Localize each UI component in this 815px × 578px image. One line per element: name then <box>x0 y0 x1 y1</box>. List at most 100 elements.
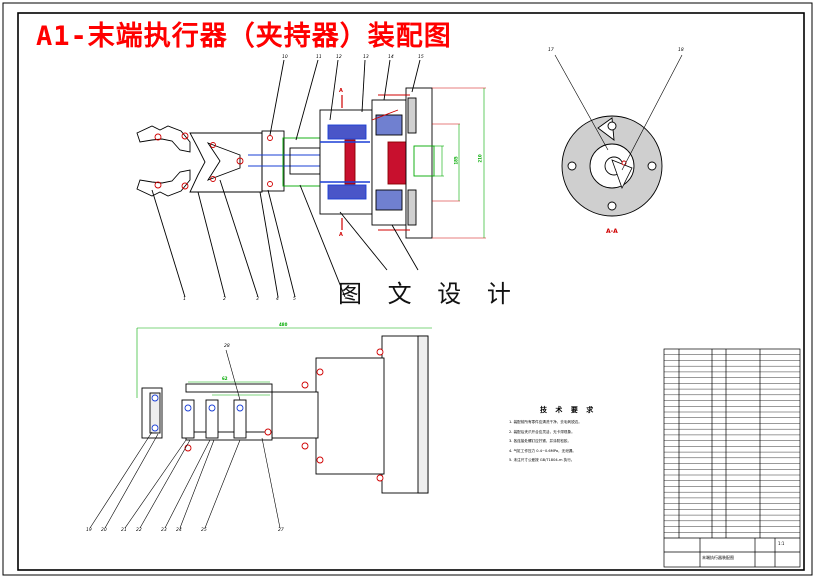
mount-lip <box>417 335 429 494</box>
tech-item: 5. 未注尺寸公差按 GB/T1804-m 执行。 <box>509 458 575 462</box>
jaw-pin <box>181 132 189 140</box>
top-view-balloon: 10 <box>282 55 288 60</box>
flange-slot <box>413 145 435 177</box>
bottom-view-balloon: 24 <box>176 528 182 533</box>
jaw-pin <box>181 182 189 190</box>
top-view-balloon: 15 <box>418 55 424 60</box>
leader-line <box>329 59 339 121</box>
bottom-view-balloon: 21 <box>121 528 127 533</box>
bolt-circle <box>267 135 273 141</box>
leader-line <box>299 184 346 298</box>
end-cap-hatch <box>375 114 403 136</box>
leader-line <box>361 59 366 113</box>
detail-ref-balloon: 28 <box>224 344 230 349</box>
watermark-text: 图 文 设 计 <box>338 280 520 308</box>
top-view-balloon: 13 <box>363 55 369 60</box>
leader-line <box>259 191 279 298</box>
guide-rail <box>185 383 273 393</box>
linkage-pin <box>210 176 216 182</box>
top-view-balloon: 3 <box>256 297 259 302</box>
section-a-a-view <box>554 54 683 217</box>
mount-screw <box>301 381 309 389</box>
detail-ref-balloon: 18 <box>678 48 684 53</box>
mount-body <box>315 357 385 475</box>
joint-pin <box>208 404 216 412</box>
linkage-arm <box>206 142 241 181</box>
bottom-view-balloon: 23 <box>161 528 167 533</box>
cylinder-bore-hatch <box>327 184 367 200</box>
leader-line <box>179 439 215 529</box>
joint-pin <box>184 444 192 452</box>
joint-pin <box>236 404 244 412</box>
cylinder-bore-hatch <box>327 124 367 140</box>
dim-label-gap: 62 <box>222 376 228 381</box>
section-marker-bottom: A <box>339 232 343 238</box>
spring-housing <box>289 147 321 175</box>
tech-item: 4. 气缸工作压力 0.4~0.6MPa，无泄漏。 <box>509 448 576 453</box>
leader-line <box>339 211 388 271</box>
drawing-title: A1-末端执行器（夹持器）装配图 <box>36 21 452 52</box>
dim-label-height: 210 <box>477 154 483 163</box>
dim-label-sub: 185 <box>453 156 459 165</box>
jaw-pin <box>154 133 162 141</box>
detail-ref-balloon: 17 <box>548 48 554 53</box>
section-view-label: A-A <box>606 228 618 235</box>
leader-line <box>267 189 296 298</box>
inner-frame <box>17 12 805 571</box>
bom-rows <box>664 354 800 533</box>
top-view-balloon: 5 <box>293 297 296 302</box>
gripper-tip-inner <box>149 392 161 434</box>
leader-line <box>164 439 211 529</box>
lower-rail <box>185 431 273 441</box>
tech-item: 2. 装配后夹爪开合应灵活，无卡滞现象。 <box>509 429 575 434</box>
flange-hatch <box>407 189 417 226</box>
leader-line <box>204 439 241 529</box>
leader-line <box>225 349 241 401</box>
jaw-pin <box>154 181 162 189</box>
tech-item: 3. 各连接处螺钉应拧紧，并涂防松胶。 <box>509 439 572 443</box>
top-view-balloon: 2 <box>223 297 226 302</box>
flange-hatch <box>407 97 417 134</box>
leader-line <box>383 59 391 101</box>
upper-jaw <box>136 125 191 153</box>
bottom-view-balloon: 19 <box>86 528 92 533</box>
bolt-circle <box>267 181 273 187</box>
leader-line <box>554 54 609 151</box>
piston <box>344 139 356 185</box>
bottom-view-balloon: 27 <box>278 528 284 533</box>
leader-line <box>151 189 186 298</box>
leader-line <box>269 59 285 136</box>
connector-flange <box>261 130 285 192</box>
cylinder-side <box>271 391 319 439</box>
bottom-side-view <box>89 327 432 529</box>
mount-hole <box>607 121 617 131</box>
leader-line <box>139 439 191 529</box>
leader-line <box>261 437 281 529</box>
joint-pin <box>264 428 272 436</box>
bottom-view-balloon: 25 <box>201 528 207 533</box>
mount-hole <box>607 201 617 211</box>
linkage-body <box>189 132 263 193</box>
mount-screw <box>376 348 384 356</box>
mount-screw <box>316 456 324 464</box>
joint-pin <box>151 424 159 432</box>
section-marker-top: A <box>339 88 343 94</box>
bottom-view-balloon: 22 <box>136 528 142 533</box>
title-block-scale: 1:1 <box>778 541 785 546</box>
leader-line <box>197 191 226 298</box>
technical-requirements-heading: 技 术 要 求 <box>540 406 597 414</box>
mount-screw <box>376 474 384 482</box>
top-section-view <box>136 59 486 298</box>
top-view-balloon: 11 <box>316 55 322 60</box>
leader-line <box>621 54 683 171</box>
tech-item: 1. 装配前所有零件应清洗干净，去毛刺锐边。 <box>509 420 582 424</box>
top-view-balloon: 1 <box>183 297 186 302</box>
top-view-balloon: 12 <box>336 55 342 60</box>
top-view-balloon: 14 <box>388 55 394 60</box>
end-cap-hatch <box>375 189 403 211</box>
leader-line <box>104 433 159 529</box>
technical-requirements-list: 1. 装配前所有零件应清洗干净，去毛刺锐边。 2. 装配后夹爪开合应灵活，无卡滞… <box>509 418 582 466</box>
leader-line <box>124 439 187 529</box>
leader-line <box>89 431 153 529</box>
